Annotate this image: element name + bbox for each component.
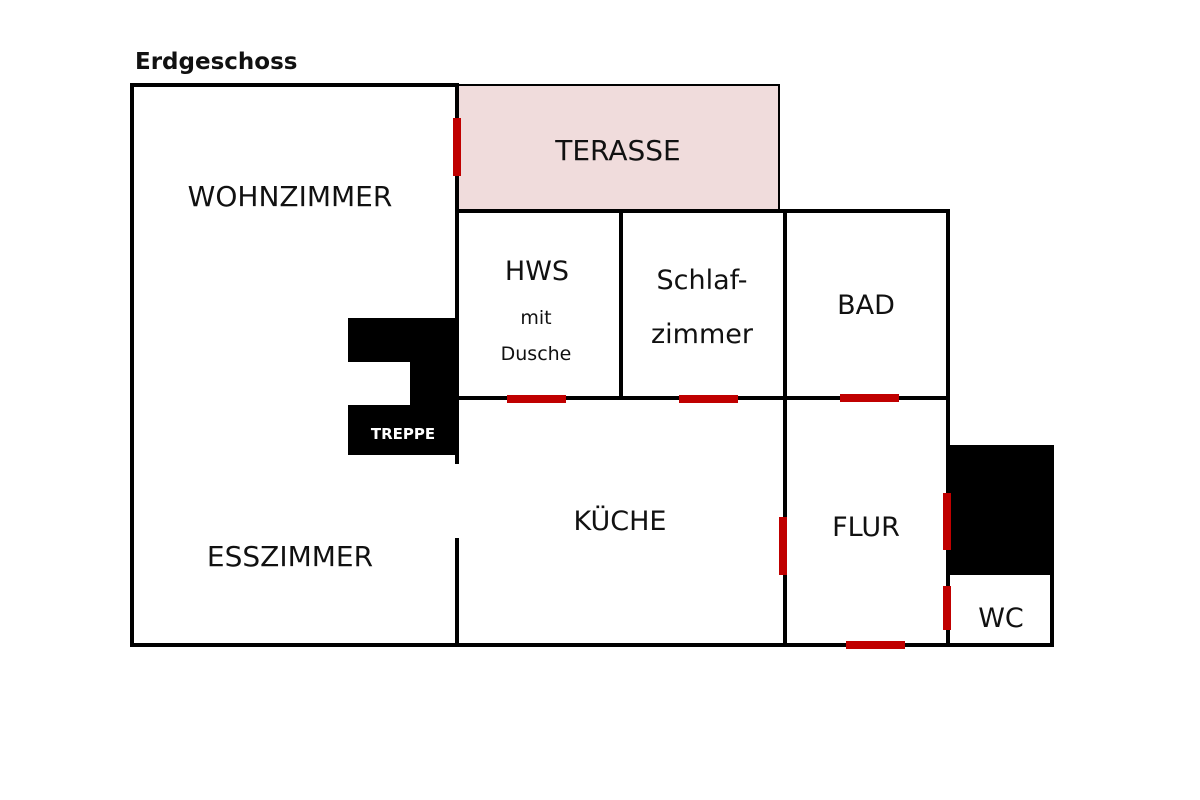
floor-title: Erdgeschoss (135, 49, 297, 75)
room-label-bad: BAD (837, 290, 895, 321)
room-label-hws: HWS (505, 256, 569, 287)
doors (453, 118, 951, 649)
room-label-hws-mit: mit (520, 307, 551, 329)
room-label-schlafzimmer-2: zimmer (651, 319, 754, 350)
room-label-terasse: TERASSE (554, 134, 681, 167)
room-label-flur: FLUR (832, 512, 900, 543)
stair-label: TREPPE (371, 425, 435, 443)
room-label-hws-dusche: Dusche (501, 343, 572, 365)
room-label-schlafzimmer-1: Schlaf- (657, 265, 748, 296)
stair-block-right (948, 447, 1052, 573)
terrace-area (456, 84, 780, 211)
room-label-wc: WC (978, 603, 1024, 634)
room-label-kueche: KÜCHE (574, 505, 667, 537)
room-label-esszimmer: ESSZIMMER (207, 540, 373, 573)
stair-block (348, 318, 457, 455)
room-label-wohnzimmer: WOHNZIMMER (188, 180, 393, 213)
